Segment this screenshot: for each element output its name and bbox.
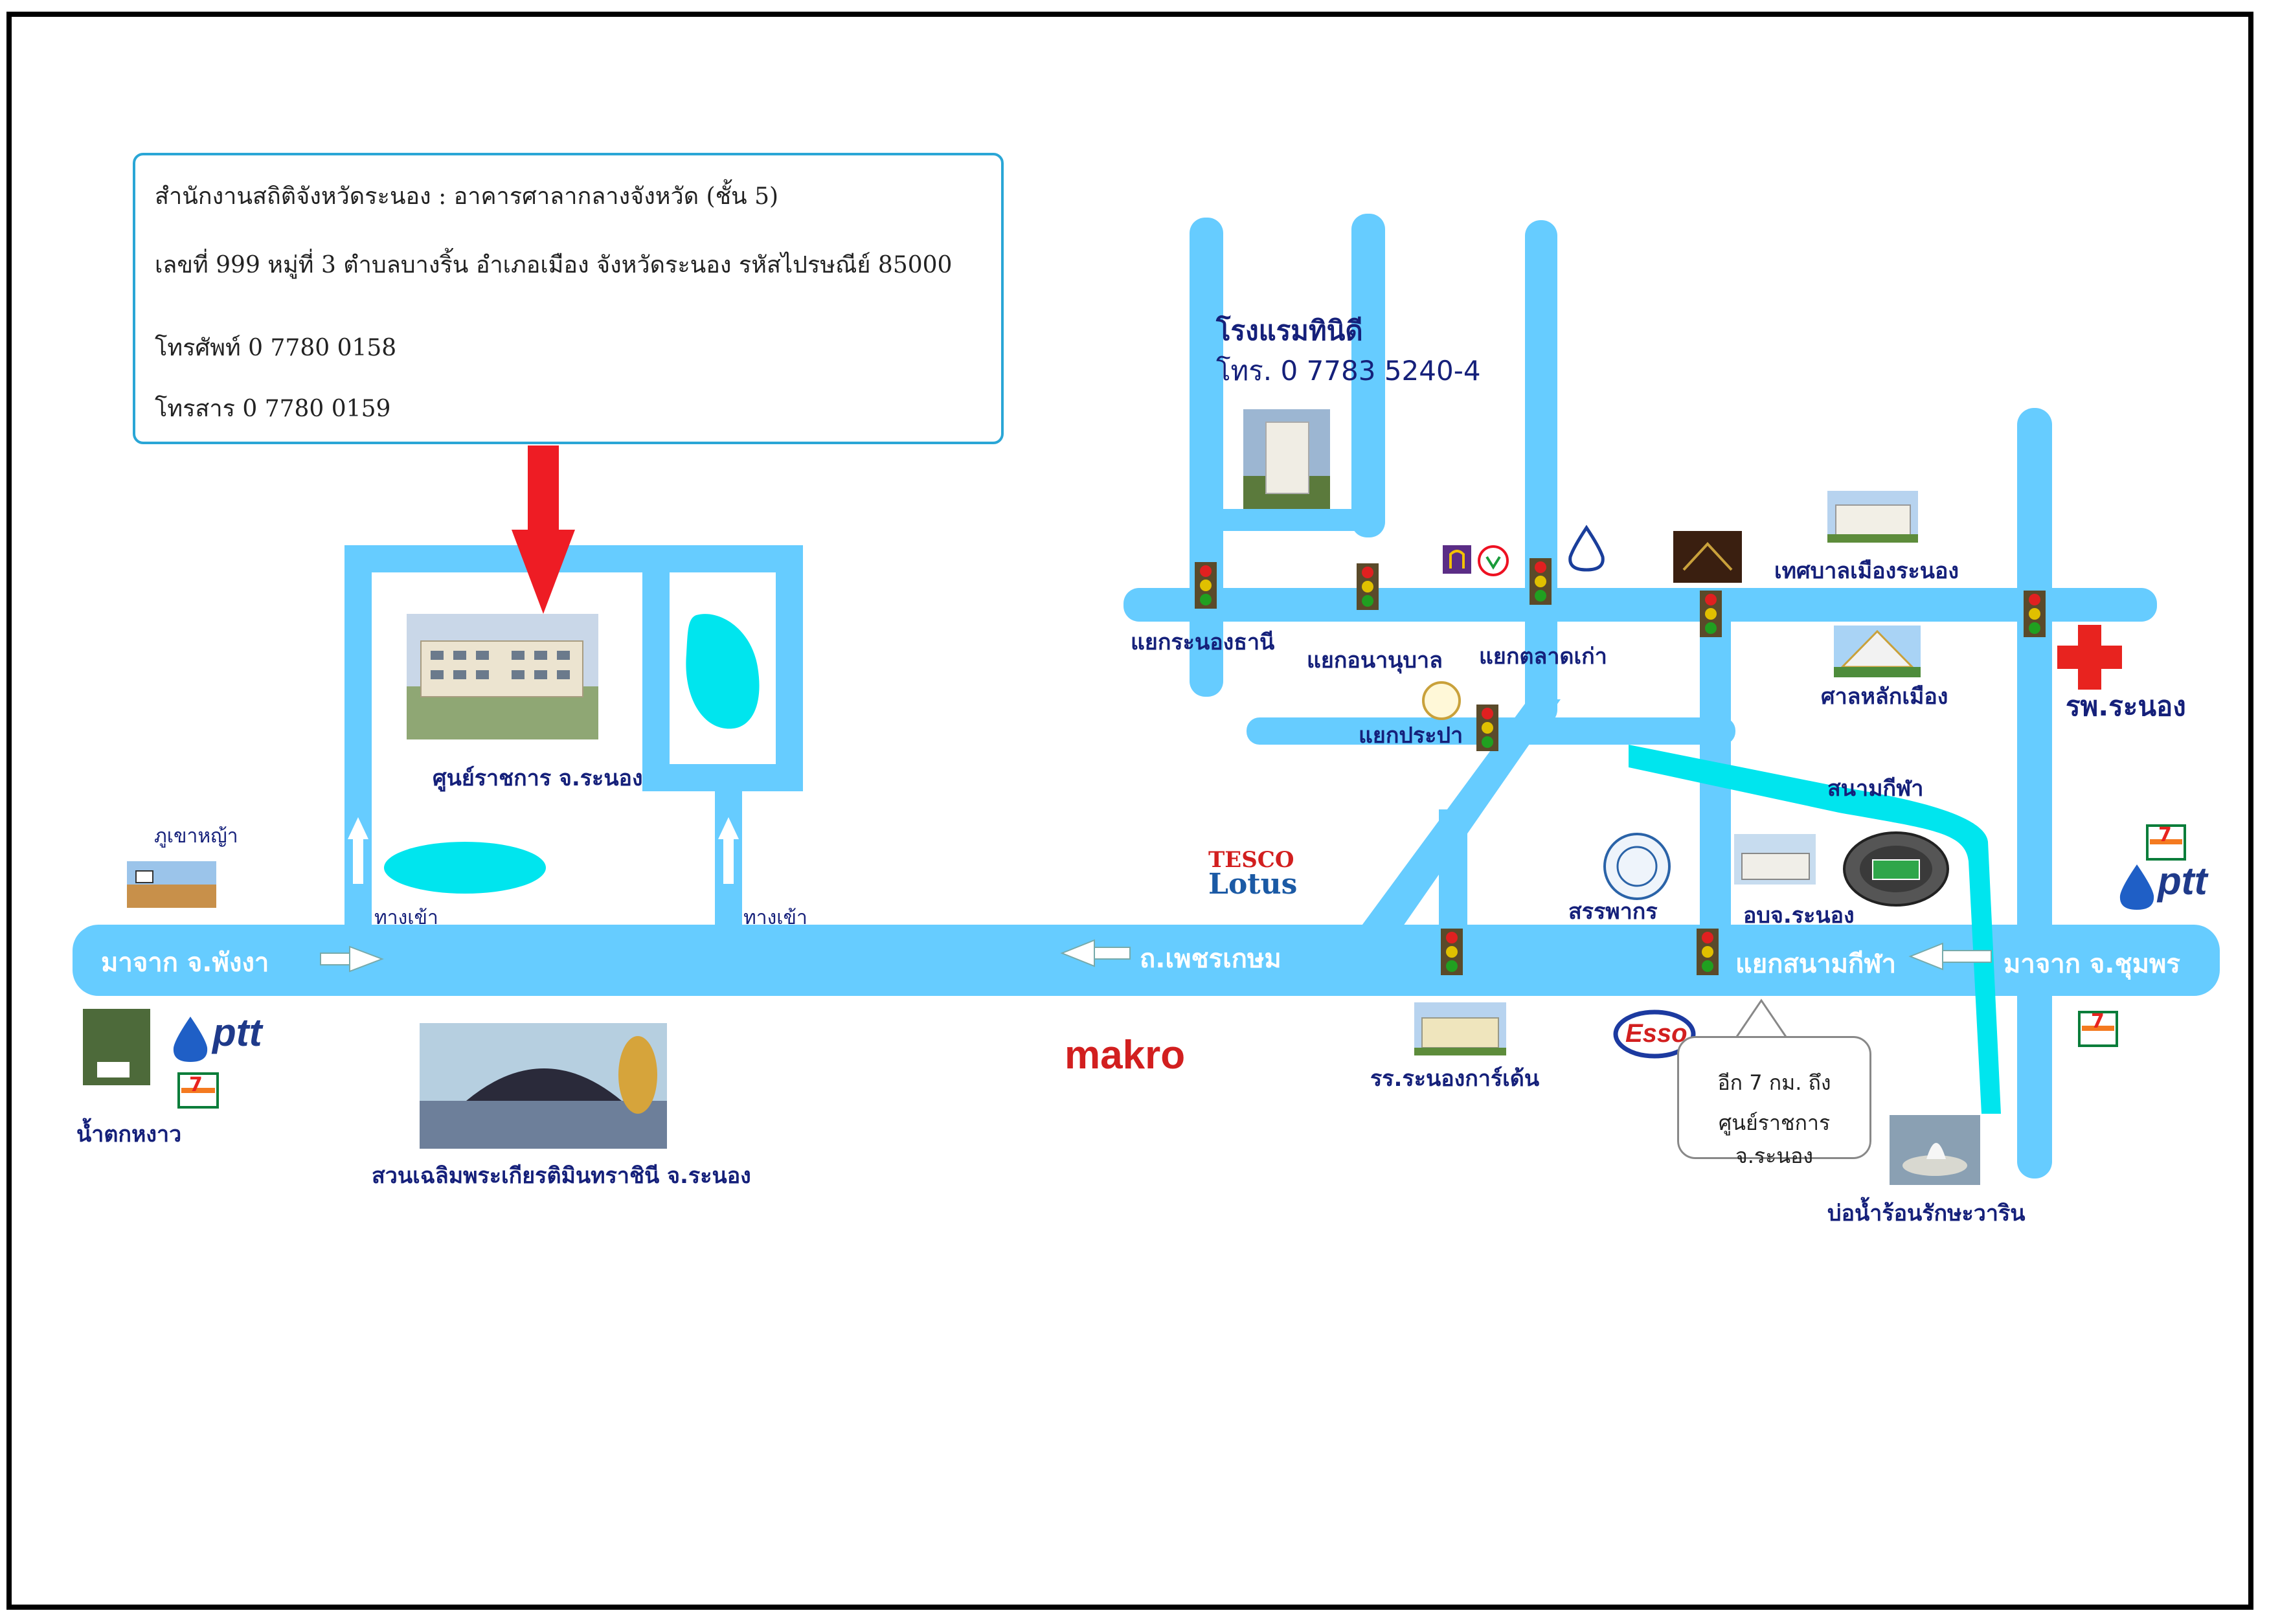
label-esso: Esso (1625, 1019, 1688, 1048)
seven-eleven-logos (177, 824, 2186, 1109)
road-upper-horizontal (1123, 588, 2157, 622)
red-arrow-icon (512, 445, 575, 614)
hot-spring-photo (1890, 1115, 1980, 1185)
pao-photo (1734, 834, 1816, 885)
label-seven-eleven-3: 7 (2091, 1010, 2105, 1033)
label-ranong-thani: แยกระนองธานี (1131, 629, 1275, 655)
label-ptt-right: ptt (2158, 859, 2207, 903)
road-diagonal-vertical (1439, 809, 1467, 939)
road-govt-inner-left (642, 545, 670, 791)
label-school: รร.ระนองการ์เด้น (1370, 1066, 1540, 1092)
label-hospital: รพ.ระนอง (2066, 690, 2186, 722)
label-entrance-2: ทางเข้า (743, 907, 807, 929)
road-phetkasem (73, 925, 2220, 996)
label-park: สวนเฉลิมพระเกียรติมินทราชินี จ.ระนอง (372, 1163, 751, 1189)
water-features (384, 614, 2001, 1114)
hotel-name: โรงแรมทินิดี (1216, 315, 1363, 346)
traffic-lights (1195, 558, 2046, 975)
label-from-chumphon: มาจาก จ.ชุมพร (2004, 949, 2180, 979)
hotel-photo (1243, 409, 1330, 509)
school-photo (1414, 1002, 1506, 1055)
traffic-light-icon (1476, 705, 1498, 751)
bubble-line-1: อีก 7 กม. ถึง (1717, 1070, 1831, 1095)
label-stadium: สนามกีฬา (1827, 776, 1924, 802)
label-lotus: Lotus (1208, 868, 1298, 901)
road-govt-right (776, 545, 803, 791)
label-old-market: แยกตลาดเก่า (1479, 644, 1607, 670)
office-address: เลขที่ 999 หมู่ที่ 3 ตำบลบางริ้น อำเภอเม… (155, 252, 953, 278)
traffic-light-icon (1697, 929, 1719, 975)
govt-center-photo (407, 614, 598, 739)
bubble-line-2: ศูนย์ราชการ จ.ระนอง (1718, 1111, 1831, 1168)
distance-bubble: อีก 7 กม. ถึง ศูนย์ราชการ จ.ระนอง (1677, 1036, 1871, 1168)
city-pillar-photo (1834, 626, 1921, 677)
right-arrow-icon (320, 945, 384, 973)
office-phone: โทรศัพท์ 0 7780 0158 (155, 335, 397, 361)
photos (83, 409, 1980, 1185)
revenue-logo (1603, 833, 1671, 900)
left-arrow-icon-1 (1060, 939, 1131, 967)
traffic-light-icon (2024, 591, 2046, 637)
up-arrow-icon-2 (718, 817, 739, 884)
label-ptt-left: ptt (212, 1011, 262, 1054)
road-govt-top (344, 545, 803, 572)
label-from-phangnga: มาจาก จ.พังงา (101, 948, 269, 978)
pond-left (384, 842, 546, 894)
seven-eleven-icon (2146, 824, 2186, 861)
office-fax: โทรสาร 0 7780 0159 (155, 396, 391, 422)
ptt-drop-icon (173, 1017, 208, 1062)
traffic-light-icon (1357, 563, 1379, 610)
label-municipality: เทศบาลเมืองระนอง (1774, 558, 1959, 584)
ptt-drop-icon (2119, 864, 2154, 910)
label-pao: อบจ.ระนอง (1743, 903, 1855, 929)
road-connector-hotel (1206, 509, 1368, 531)
park-photo (420, 1023, 667, 1149)
stadium-icon (1843, 831, 1949, 907)
bank-logo-icon (1478, 545, 1509, 576)
office-name: สำนักงานสถิติจังหวัดระนอง : อาคารศาลากลา… (155, 183, 779, 210)
esso-logo (1613, 1009, 1696, 1059)
label-stadium-junction: แยกสนามกีฬา (1735, 949, 1897, 979)
phu-khao-ya-photo (127, 861, 216, 908)
label-seven-eleven-2: 7 (2158, 824, 2172, 846)
bank-logos (1422, 524, 1605, 720)
traffic-light-icon (1441, 929, 1463, 975)
hotel-phone: โทร. 0 7783 5240-4 (1216, 355, 1481, 387)
traffic-light-icon (1530, 558, 1552, 605)
traffic-light-icon (1700, 591, 1722, 637)
waterfall-photo (83, 1009, 150, 1085)
label-entrance-1: ทางเข้า (374, 907, 438, 929)
up-arrow-icon-1 (348, 817, 368, 884)
municipality-photo (1827, 491, 1918, 543)
label-tha-nu-ban: แยกอนานุบาล (1307, 648, 1443, 673)
label-phetkasem: ถ.เพชรเกษม (1140, 944, 1281, 974)
label-tesco: TESCO (1208, 847, 1294, 873)
red-cross-icon (2057, 625, 2122, 690)
royal-seal-icon (1422, 681, 1461, 720)
road-vertical-2 (1351, 214, 1385, 537)
seven-eleven-icon (2078, 1011, 2118, 1047)
label-revenue: สรรพากร (1568, 899, 1658, 925)
ptt-logos (173, 864, 2154, 1062)
traffic-light-icon (1195, 562, 1217, 609)
label-waterfall: น้ำตกหงาว (76, 1122, 182, 1147)
left-arrow-icon-2 (1908, 942, 1992, 971)
bank-logo-icon (1568, 524, 1605, 572)
label-makro: makro (1065, 1033, 1186, 1077)
label-city-pillar: ศาลหลักเมือง (1821, 684, 1948, 710)
pond-right (686, 614, 760, 729)
label-prapa: แยกประปา (1359, 723, 1463, 749)
label-hot-spring: บ่อน้ำร้อนรักษะวาริน (1827, 1201, 2026, 1226)
restaurant-logo (1673, 531, 1742, 583)
map-frame (6, 12, 2253, 1610)
label-phu-khao-ya: ภูเขาหญ้า (154, 825, 238, 848)
seven-eleven-icon (177, 1072, 219, 1109)
label-seven-eleven-1: 7 (189, 1074, 203, 1096)
info-box: สำนักงานสถิติจังหวัดระนอง : อาคารศาลากลา… (133, 153, 1004, 444)
label-govt-center: ศูนย์ราชการ จ.ระนอง (433, 765, 643, 791)
